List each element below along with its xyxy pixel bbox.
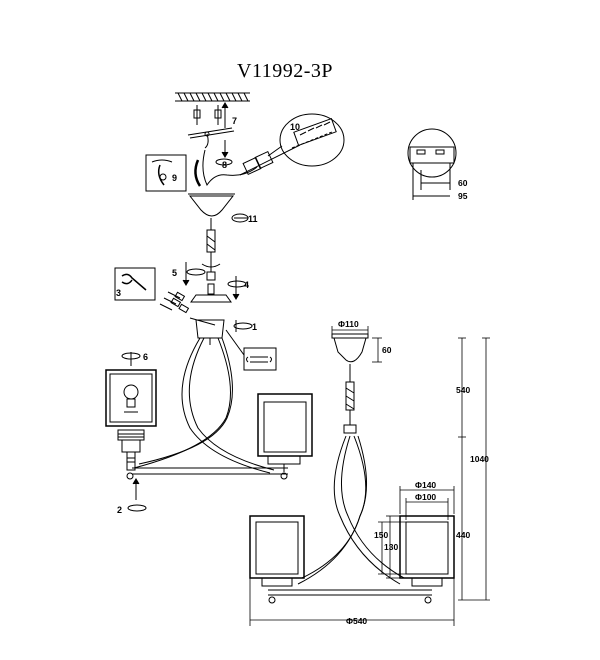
dim-bracket-95: 95 (458, 191, 468, 201)
step-4-label: 4 (244, 280, 249, 290)
dim-shade-height-outer: 150 (374, 530, 388, 540)
dim-bracket-60: 60 (458, 178, 468, 188)
dim-canopy-height: 60 (382, 345, 392, 355)
wrench-box (225, 329, 277, 371)
step-arrows (121, 158, 253, 512)
step-labels: 1 2 3 4 5 6 7 8 9 10 11 (116, 116, 300, 515)
dimension-lines (249, 326, 490, 626)
step-9-label: 9 (172, 173, 177, 183)
bulb-box (105, 369, 157, 427)
dim-lower-height: 440 (456, 530, 470, 540)
canopy (188, 193, 235, 230)
step-1-label: 1 (252, 322, 257, 332)
glass-shade-assembly (126, 393, 313, 480)
step-2-label: 2 (117, 505, 122, 515)
dim-shade-outer: Φ140 (415, 480, 436, 490)
dimension-labels: Φ110 60 540 1040 Φ140 Φ100 150 130 440 Φ… (338, 178, 489, 626)
bracket-detail (407, 128, 457, 200)
lamp-socket-left (117, 429, 145, 471)
ceiling-surface (175, 92, 250, 102)
step-7-label: 7 (232, 116, 237, 126)
step-5-label: 5 (172, 268, 177, 278)
dim-shade-height-inner: 130 (384, 542, 398, 552)
wire-connectors (159, 291, 216, 326)
step-9-detail-box (145, 154, 187, 192)
chain-rod (201, 229, 221, 281)
model-title: V11992-3P (237, 60, 333, 82)
step-10-label: 10 (290, 122, 300, 132)
dim-shade-inner: Φ100 (415, 492, 436, 502)
chandelier-frame-assembly (132, 319, 288, 475)
dim-upper-height: 540 (456, 385, 470, 395)
mounting-bracket (187, 127, 235, 158)
dim-total-height: 1040 (470, 454, 489, 464)
step-6-label: 6 (143, 352, 148, 362)
dim-overall-width: Φ540 (346, 616, 367, 626)
terminal-zoom-callout (267, 113, 345, 167)
step-3-label: 3 (116, 288, 121, 298)
wall-plugs (193, 102, 229, 128)
supply-wire (202, 149, 258, 187)
ceiling-hook-body (190, 283, 232, 303)
step-11-label: 11 (248, 214, 258, 224)
dim-canopy-diameter: Φ110 (338, 319, 359, 329)
step-8-label: 8 (222, 160, 227, 170)
step-3-pliers-box (114, 267, 156, 301)
terminal-block (239, 144, 301, 176)
